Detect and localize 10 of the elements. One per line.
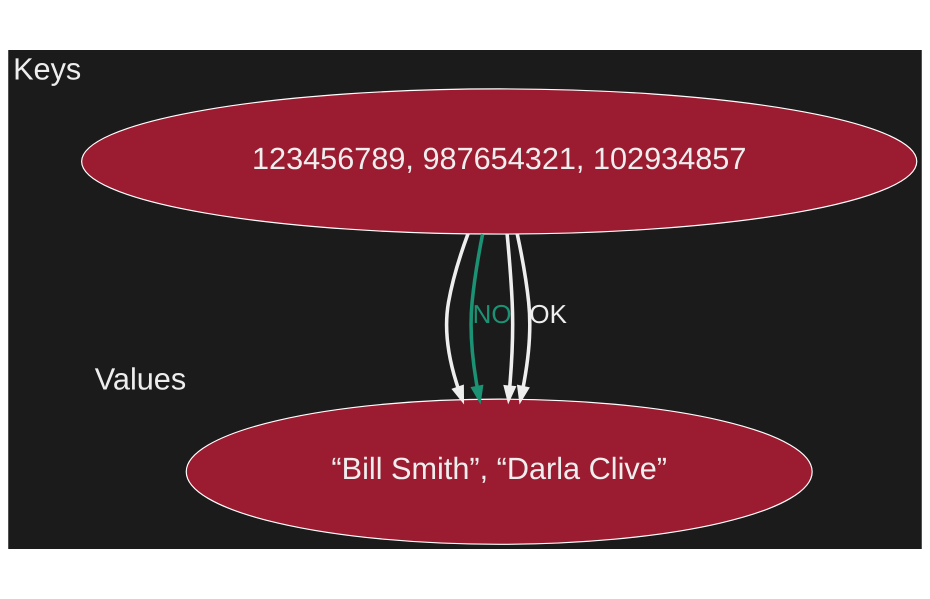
arrow (503, 234, 516, 404)
arrow (469, 234, 484, 404)
node-ellipse: “Bill Smith”, “Darla Clive” (186, 398, 813, 545)
node-ellipse: 123456789, 987654321, 102934857 (81, 88, 918, 235)
node-label: Keys (13, 52, 82, 86)
node-label: Values (94, 362, 186, 396)
arrow (516, 234, 532, 405)
edge-label: NO (472, 301, 512, 330)
arrow (444, 233, 470, 404)
edge-label: OK (529, 301, 567, 330)
